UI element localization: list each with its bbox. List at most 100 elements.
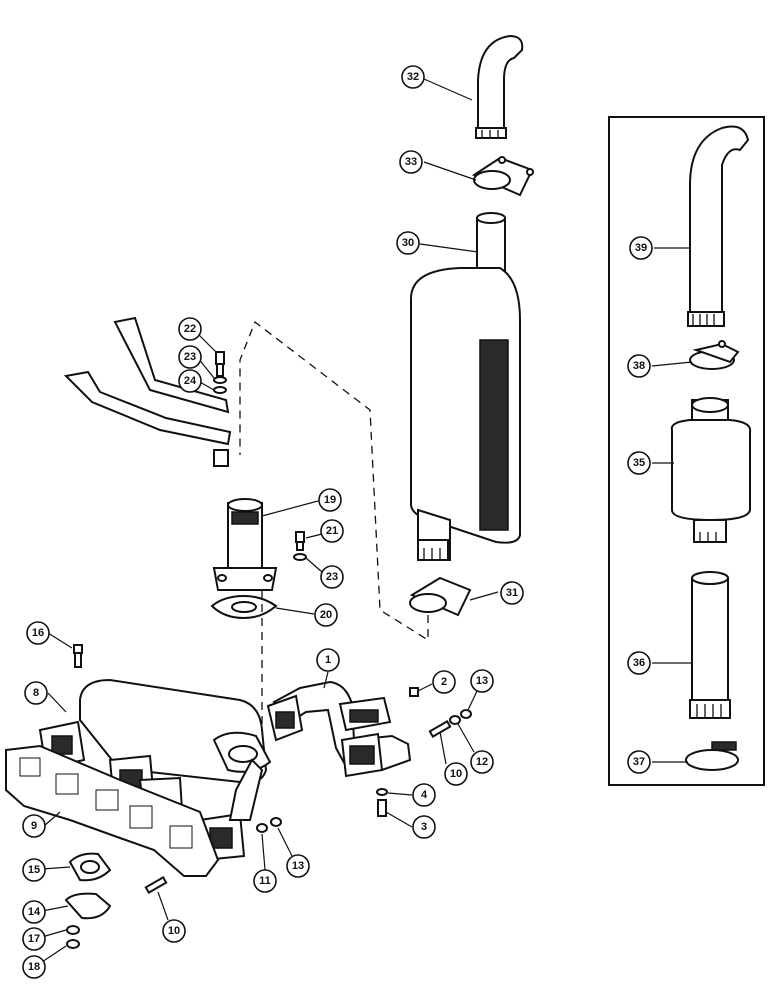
part-1-exhaust-elbow: [266, 680, 412, 778]
svg-text:19: 19: [324, 494, 336, 506]
svg-text:4: 4: [421, 789, 428, 801]
callout-39: 39: [629, 236, 653, 260]
part-18-nut: [66, 939, 80, 949]
svg-text:2: 2: [441, 676, 447, 688]
svg-text:23: 23: [184, 351, 196, 363]
part-39-curved-exhaust-pipe: [687, 125, 750, 327]
callout-10-upper: 10: [444, 762, 468, 786]
part-38-clamp: [689, 340, 740, 370]
part-2-plug: [409, 687, 419, 697]
part-33-clamp: [471, 156, 534, 197]
svg-text:39: 39: [635, 242, 647, 254]
svg-text:33: 33: [405, 156, 417, 168]
svg-text:38: 38: [633, 360, 645, 372]
part-22-bolt: [215, 351, 225, 377]
part-31-clamp: [409, 576, 472, 617]
callout-10-lower: 10: [162, 919, 186, 943]
svg-text:13: 13: [476, 675, 488, 687]
callout-17: 17: [22, 927, 46, 951]
part-19-exhaust-adapter: [212, 498, 278, 591]
part-10-stud-lower: [144, 876, 168, 894]
part-16-bolt: [73, 644, 83, 668]
callout-24: 24: [178, 369, 202, 393]
support-bracket-upper: [113, 316, 230, 414]
callout-18: 18: [22, 955, 46, 979]
callout-14: 14: [22, 900, 46, 924]
part-21-bolt: [295, 531, 305, 551]
callout-3: 3: [412, 815, 436, 839]
part-12-washer: [449, 715, 461, 725]
part-4-3-bolt-washer: [376, 788, 388, 817]
callout-35: 35: [627, 451, 651, 475]
callout-22: 22: [178, 317, 202, 341]
callout-15: 15: [22, 858, 46, 882]
callout-12: 12: [470, 750, 494, 774]
part-11-washer: [256, 823, 268, 833]
callout-23-lower: 23: [320, 565, 344, 589]
part-32-curved-tip: [475, 34, 524, 139]
callout-13-upper: 13: [470, 669, 494, 693]
callout-33: 33: [399, 150, 423, 174]
callout-1: 1: [316, 648, 340, 672]
part-37-clamp: [685, 741, 739, 771]
callout-9: 9: [22, 814, 46, 838]
part-15-gasket: [68, 852, 112, 882]
callout-36: 36: [627, 651, 651, 675]
callout-13-lower: 13: [286, 854, 310, 878]
svg-text:35: 35: [633, 457, 645, 469]
part-20-gasket: [210, 594, 278, 620]
svg-text:32: 32: [407, 71, 419, 83]
part-13-nut-lower: [270, 817, 282, 827]
callout-8: 8: [24, 681, 48, 705]
callout-20: 20: [314, 603, 338, 627]
svg-text:21: 21: [326, 525, 338, 537]
assembly-line-dashed: [239, 320, 429, 642]
part-30-muffler: [409, 212, 521, 561]
part-23-washer-lower: [293, 553, 307, 561]
svg-text:10: 10: [450, 768, 462, 780]
svg-text:13: 13: [292, 860, 304, 872]
support-bracket-lower: [63, 370, 232, 446]
part-14-cover-plate: [64, 892, 112, 920]
callout-38: 38: [627, 354, 651, 378]
callout-21: 21: [320, 519, 344, 543]
svg-text:9: 9: [31, 820, 37, 832]
callout-31: 31: [500, 581, 524, 605]
svg-text:12: 12: [476, 756, 488, 768]
callout-19: 19: [318, 488, 342, 512]
callout-4: 4: [412, 783, 436, 807]
part-9-manifold-gasket: [5, 744, 220, 877]
svg-text:10: 10: [168, 925, 180, 937]
svg-text:20: 20: [320, 609, 332, 621]
svg-text:14: 14: [28, 906, 41, 918]
svg-text:22: 22: [184, 323, 196, 335]
svg-text:8: 8: [33, 687, 39, 699]
callout-11: 11: [253, 869, 277, 893]
svg-text:31: 31: [506, 587, 518, 599]
svg-text:17: 17: [28, 933, 40, 945]
part-36-straight-pipe: [689, 571, 731, 719]
callout-2: 2: [432, 670, 456, 694]
spacer: [213, 449, 229, 467]
svg-text:1: 1: [325, 654, 331, 666]
part-17-washer: [66, 925, 80, 935]
svg-text:30: 30: [402, 237, 414, 249]
part-10-stud-upper: [428, 720, 452, 738]
part-35-silencer: [670, 397, 752, 543]
svg-text:15: 15: [28, 864, 40, 876]
svg-text:16: 16: [32, 627, 44, 639]
svg-text:36: 36: [633, 657, 645, 669]
svg-text:23: 23: [326, 571, 338, 583]
callout-16: 16: [26, 621, 50, 645]
svg-text:37: 37: [633, 756, 645, 768]
svg-text:3: 3: [421, 821, 427, 833]
callout-32: 32: [401, 65, 425, 89]
svg-text:18: 18: [28, 961, 40, 973]
inset-frame: [608, 116, 765, 786]
callout-23-upper: 23: [178, 345, 202, 369]
callout-30: 30: [396, 231, 420, 255]
svg-text:24: 24: [184, 375, 197, 387]
svg-text:11: 11: [259, 875, 271, 887]
callout-37: 37: [627, 750, 651, 774]
